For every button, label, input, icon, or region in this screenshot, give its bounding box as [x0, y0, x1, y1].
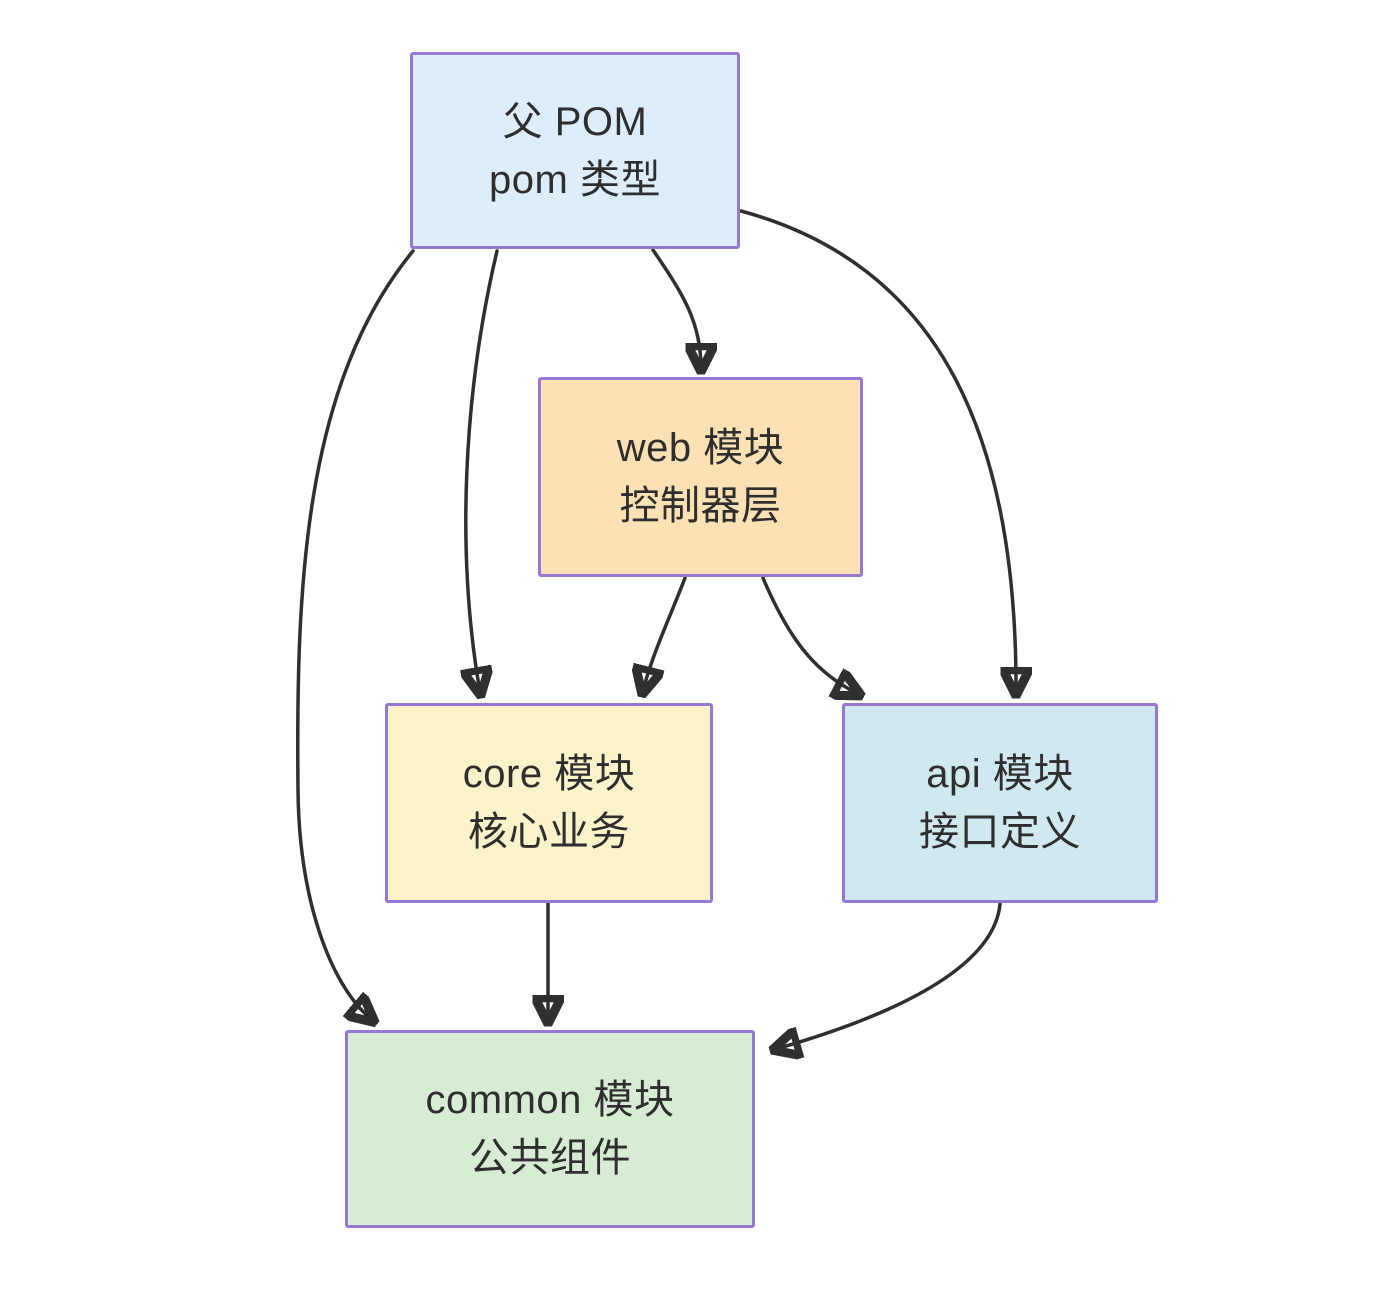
edge-parent-pom-to-common-module	[295, 249, 415, 1020]
edge-parent-pom-to-web-module	[651, 248, 701, 368]
node-parent-pom: 父 POM pom 类型	[410, 52, 740, 249]
node-common-module-subtitle: 公共组件	[469, 1136, 631, 1180]
node-web-module-subtitle: 控制器层	[619, 484, 782, 528]
node-api-module-subtitle: 接口定义	[919, 810, 1081, 854]
node-common-module-title: common 模块	[425, 1078, 675, 1122]
node-api-module: api 模块 接口定义	[842, 703, 1158, 903]
node-parent-pom-title: 父 POM	[502, 99, 648, 144]
edge-parent-pom-to-core-module	[466, 249, 499, 692]
node-api-module-title: api 模块	[926, 752, 1074, 796]
node-core-module-subtitle: 核心业务	[468, 810, 630, 854]
edge-web-module-to-api-module	[761, 576, 858, 694]
node-web-module: web 模块 控制器层	[538, 377, 863, 577]
edge-parent-pom-to-api-module	[739, 209, 1016, 692]
node-core-module: core 模块 核心业务	[385, 703, 713, 903]
edge-web-module-to-core-module	[643, 576, 687, 691]
edge-api-module-to-common-module	[776, 902, 1002, 1049]
node-web-module-title: web 模块	[616, 426, 785, 470]
node-common-module: common 模块 公共组件	[345, 1030, 755, 1228]
node-parent-pom-subtitle: pom 类型	[489, 157, 661, 202]
node-core-module-title: core 模块	[462, 752, 636, 796]
